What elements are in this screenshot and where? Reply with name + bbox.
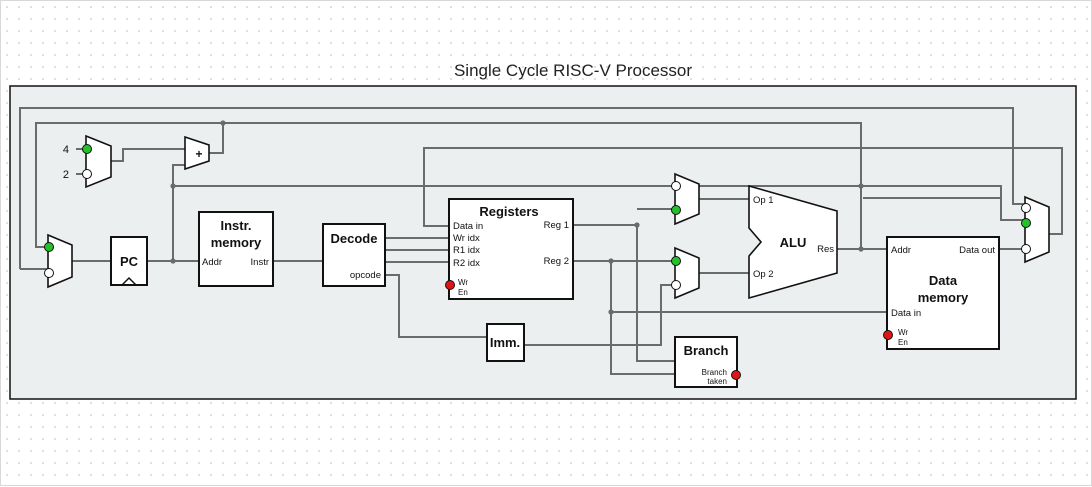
decode-title: Decode [331,231,378,246]
branch-taken-line1: Branch [702,368,727,377]
instr-memory-instr-port: Instr [251,257,269,268]
adder-symbol: + [195,147,202,161]
registers-wr-label: Wr [458,278,468,287]
alu-op1-port: Op 1 [753,195,774,206]
instr-memory-addr-port: Addr [202,257,222,268]
wire [675,185,1002,220]
data-memory-title-line2: memory [918,290,969,305]
constant-four-label: 4 [63,144,69,156]
data-memory-data-out-port: Data out [959,245,995,256]
wire [35,122,862,249]
alu-op2-mux[interactable] [671,246,700,300]
decode-unit[interactable]: Decode opcode [322,223,386,287]
registers-data-in-port: Data in [453,221,483,232]
data-memory-title-line1: Data [929,273,958,288]
wire [385,237,451,263]
registers-en-label: En [458,288,468,297]
alu-body [748,184,838,300]
adder-body [184,135,210,171]
input-port [1021,244,1031,254]
wire [172,164,185,261]
registers-title: Registers [479,204,538,219]
clock-triangle-icon [121,276,137,286]
registers-wr-idx-port: Wr idx [453,233,480,244]
input-port [671,181,681,191]
pc-register[interactable]: PC [110,236,148,286]
wire [209,123,224,154]
register-file[interactable]: Registers Data in Wr idx R1 idx R2 idx R… [445,198,574,300]
diagram-title: Single Cycle RISC-V Processor [454,61,692,80]
decode-opcode-port: opcode [350,270,381,281]
branch-title: Branch [684,343,729,358]
alu-res-port: Res [817,244,834,255]
input-port [44,268,54,278]
wire [111,148,185,162]
wire [19,107,1025,269]
alu-title: ALU [780,235,807,250]
wire [423,147,1063,235]
constant-two-label: 2 [63,169,69,181]
input-port [82,169,92,179]
branch-unit[interactable]: Branch Branch taken [674,336,741,388]
instr-memory-title-line1: Instr. [220,218,251,233]
alu-op2-port: Op 2 [753,269,774,280]
increment-mux[interactable] [82,134,112,189]
mux-body [1024,195,1050,264]
selected-input-port [671,256,681,266]
registers-reg2-port: Reg 2 [544,256,569,267]
data-memory-data-in-port: Data in [891,308,921,319]
registers-reg1-port: Reg 1 [544,220,569,231]
selected-input-port [671,205,681,215]
wire [610,261,675,375]
next-pc-mux[interactable] [44,233,73,289]
wires [19,107,1063,375]
imm-title: Imm. [490,335,520,350]
alu[interactable]: ALU Op 1 Op 2 Res [748,184,838,300]
pc-adder[interactable]: + [184,135,210,171]
data-memory[interactable]: Addr Data out Data memory Data in Wr En [883,236,1000,350]
data-memory-en-label: En [898,338,908,347]
wire [524,284,675,346]
selected-input-port [1021,218,1031,228]
wire-junctions [170,120,864,315]
branch-taken-port [731,370,741,380]
selected-input-port [82,144,92,154]
immediate-generator[interactable]: Imm. [486,323,525,362]
instr-memory-title-line2: memory [211,235,262,250]
wire [573,224,675,362]
writeback-mux[interactable] [1021,195,1050,264]
mux-body [85,134,112,189]
alu-op1-mux[interactable] [671,172,700,226]
wire [385,274,487,338]
pc-label: PC [120,254,139,269]
registers-write-enable-port [445,280,455,290]
registers-r2-idx-port: R2 idx [453,258,480,269]
data-memory-write-enable-port [883,330,893,340]
registers-r1-idx-port: R1 idx [453,245,480,256]
branch-taken-line2: taken [707,377,727,386]
selected-input-port [44,242,54,252]
input-port [1021,203,1031,213]
data-memory-wr-label: Wr [898,328,908,337]
instruction-memory[interactable]: Instr. memory Addr Instr [198,211,274,287]
input-port [671,280,681,290]
data-memory-addr-port: Addr [891,245,911,256]
